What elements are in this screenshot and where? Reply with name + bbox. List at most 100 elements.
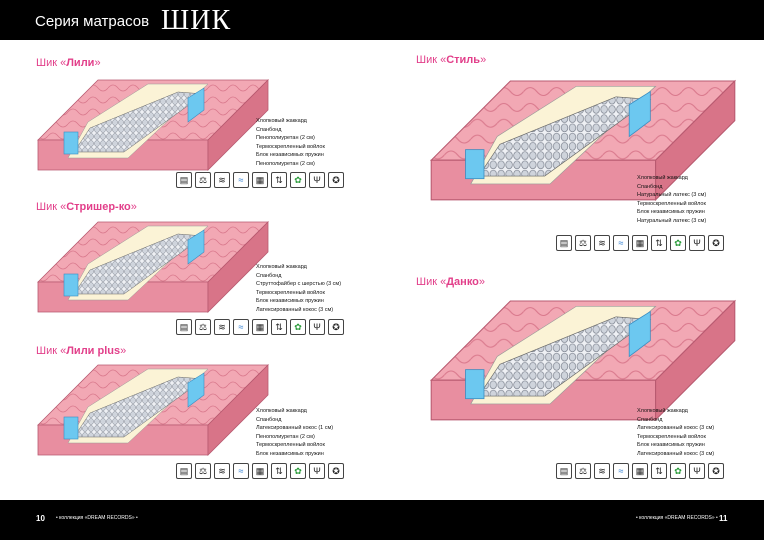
layer-item: Блок независимых пружин <box>256 298 324 305</box>
feature-icons-danko: ▤⚖≋≈▦⇅✿Ψ✪ <box>556 463 724 479</box>
water-icon: ≈ <box>233 319 249 335</box>
layer-item: Пенополиуретан (2 см) <box>256 433 315 440</box>
layer-item: Латексированный кокос (3 см) <box>637 450 715 457</box>
model-title-danko: Шик «Данко» <box>416 276 486 288</box>
airflow-icon: ⇅ <box>651 463 667 479</box>
water-icon: ≈ <box>613 463 629 479</box>
feature-icons-strisher: ▤⚖≋≈▦⇅✿Ψ✪ <box>176 319 344 335</box>
eco-leaf-icon: ✿ <box>290 172 306 188</box>
wave-icon: ≋ <box>214 319 230 335</box>
eco-leaf-icon: ✿ <box>290 463 306 479</box>
layer-item: Хлопковый жаккард <box>256 264 307 270</box>
spring-block-icon: ▤ <box>176 463 192 479</box>
blocks-icon: ▦ <box>252 463 268 479</box>
brand-title: ШИК <box>161 5 232 36</box>
right-collection-label: • коллекция «DREAM RECORDS» • <box>636 515 718 521</box>
layer-item: Термоскрепленный войлок <box>637 200 706 207</box>
weight-icon: ⚖ <box>575 463 591 479</box>
wave-icon: ≋ <box>594 235 610 251</box>
coconut-icon: Ψ <box>309 319 325 335</box>
wave-icon: ≋ <box>214 172 230 188</box>
layer-item: Хлопковый жаккард <box>256 408 307 414</box>
layer-list-lili-plus: Хлопковый жаккард Спанбонд Латексированн… <box>256 407 333 459</box>
weight-icon: ⚖ <box>575 235 591 251</box>
page-title: Серия матрасов <box>35 13 150 30</box>
spring-block-icon: ▤ <box>176 172 192 188</box>
layer-list-strisher: Хлопковый жаккард Спанбонд Струттофайбер… <box>256 263 341 315</box>
warranty-icon: ✪ <box>328 319 344 335</box>
blocks-icon: ▦ <box>632 463 648 479</box>
model-title-stil: Шик «Стиль» <box>416 54 487 66</box>
layer-item: Пенополиуретан (2 см) <box>256 135 315 142</box>
layer-item: Латексированный кокос (1 см) <box>256 425 334 432</box>
blocks-icon: ▦ <box>252 319 268 335</box>
eco-leaf-icon: ✿ <box>670 235 686 251</box>
mattress-strisher-illustration <box>37 221 269 313</box>
layer-item: Термоскрепленный войлок <box>256 289 325 296</box>
model-title-lili: Шик «Лили» <box>36 57 101 69</box>
layer-item: Латексированный кокос (3 см) <box>637 425 715 432</box>
eco-leaf-icon: ✿ <box>670 463 686 479</box>
layer-item: Термоскрепленный войлок <box>637 433 706 440</box>
wave-icon: ≋ <box>594 463 610 479</box>
layer-list-lili: Хлопковый жаккард Спанбонд Пенополиурета… <box>256 117 325 169</box>
weight-icon: ⚖ <box>195 319 211 335</box>
coconut-icon: Ψ <box>309 463 325 479</box>
airflow-icon: ⇅ <box>271 319 287 335</box>
header-bar: Серия матрасов ШИК <box>0 0 764 40</box>
layer-item: Блок независимых пружин <box>256 450 324 457</box>
footer-bar: 10 • коллекция «DREAM RECORDS» • • колле… <box>0 500 764 540</box>
layer-item: Латексированный кокос (3 см) <box>256 306 334 313</box>
coconut-icon: Ψ <box>689 235 705 251</box>
water-icon: ≈ <box>613 235 629 251</box>
layer-item: Блок независимых пружин <box>637 442 705 449</box>
layer-item: Спанбонд <box>637 416 663 423</box>
weight-icon: ⚖ <box>195 172 211 188</box>
spring-block-icon: ▤ <box>176 319 192 335</box>
layer-item: Блок независимых пружин <box>256 152 324 159</box>
blocks-icon: ▦ <box>252 172 268 188</box>
layer-item: Термоскрепленный войлок <box>256 442 325 449</box>
layer-list-danko: Хлопковый жаккард Спанбонд Латексированн… <box>637 407 714 459</box>
spring-block-icon: ▤ <box>556 235 572 251</box>
warranty-icon: ✪ <box>708 235 724 251</box>
eco-leaf-icon: ✿ <box>290 319 306 335</box>
airflow-icon: ⇅ <box>271 463 287 479</box>
right-page-number: 11 <box>719 514 728 523</box>
feature-icons-lili: ▤⚖≋≈▦⇅✿Ψ✪ <box>176 172 344 188</box>
feature-icons-lili-plus: ▤⚖≋≈▦⇅✿Ψ✪ <box>176 463 344 479</box>
layer-item: Натуральный латекс (3 см) <box>637 217 707 224</box>
coconut-icon: Ψ <box>689 463 705 479</box>
spring-block-icon: ▤ <box>556 463 572 479</box>
airflow-icon: ⇅ <box>271 172 287 188</box>
water-icon: ≈ <box>233 172 249 188</box>
left-collection-label: • коллекция «DREAM RECORDS» • <box>56 515 138 521</box>
wave-icon: ≋ <box>214 463 230 479</box>
layer-item: Спанбонд <box>637 183 663 190</box>
left-page-number: 10 <box>36 514 45 523</box>
warranty-icon: ✪ <box>708 463 724 479</box>
layer-item: Хлопковый жаккард <box>256 118 307 124</box>
layer-list-stil: Хлопковый жаккард Спанбонд Натуральный л… <box>637 174 706 226</box>
layer-item: Спанбонд <box>256 126 282 133</box>
layer-item: Хлопковый жаккард <box>637 175 688 181</box>
layer-item: Струттофайбер с шерстью (3 см) <box>256 281 342 288</box>
warranty-icon: ✪ <box>328 463 344 479</box>
mattress-lili-plus-illustration <box>37 364 269 456</box>
water-icon: ≈ <box>233 463 249 479</box>
airflow-icon: ⇅ <box>651 235 667 251</box>
blocks-icon: ▦ <box>632 235 648 251</box>
layer-item: Натуральный латекс (3 см) <box>637 192 707 199</box>
layer-item: Блок независимых пружин <box>637 209 705 216</box>
layer-item: Хлопковый жаккард <box>637 408 688 414</box>
warranty-icon: ✪ <box>328 172 344 188</box>
coconut-icon: Ψ <box>309 172 325 188</box>
layer-item: Спанбонд <box>256 272 282 279</box>
layer-item: Спанбонд <box>256 416 282 423</box>
weight-icon: ⚖ <box>195 463 211 479</box>
layer-item: Термоскрепленный войлок <box>256 143 325 150</box>
model-title-lili-plus: Шик «Лили plus» <box>36 345 127 357</box>
feature-icons-stil: ▤⚖≋≈▦⇅✿Ψ✪ <box>556 235 724 251</box>
layer-item: Пенополиуретан (2 см) <box>256 160 315 167</box>
model-title-strisher: Шик «Стришер-ко» <box>36 201 137 213</box>
